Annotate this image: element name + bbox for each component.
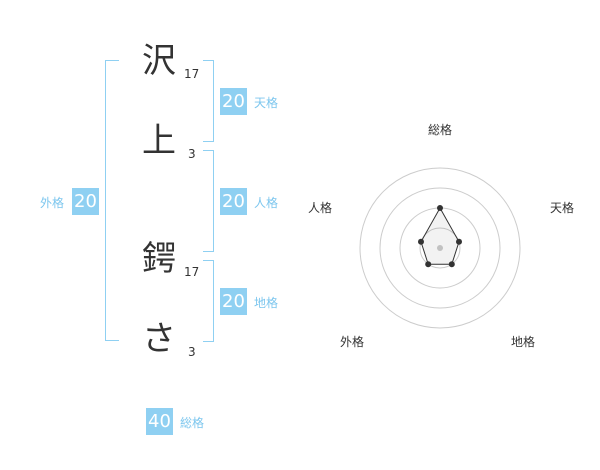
name-char-4: さ: [142, 319, 176, 359]
gaikaku-bracket: [105, 60, 119, 341]
stroke-count-2: 3: [188, 147, 196, 161]
radar-chart: [359, 167, 521, 329]
gaikaku-label: 外格: [40, 196, 65, 210]
radar-point-2: [456, 238, 462, 245]
radar-ring-1: [419, 227, 461, 269]
gaikaku-score: 20: [72, 188, 99, 215]
soukaku-score: 40: [146, 408, 173, 435]
jinkaku-bracket: [203, 150, 214, 252]
radar-rings: [359, 167, 521, 329]
soukaku-label: 総格: [180, 416, 205, 430]
tenkaku-bracket: [203, 60, 214, 142]
radar-ring-4: [359, 167, 521, 329]
stroke-count-3: 17: [184, 265, 200, 279]
radar-center-dot: [437, 245, 443, 251]
radar-point-1: [437, 205, 443, 211]
radar-shape: [418, 205, 462, 268]
radar-label-soukaku: 総格: [428, 123, 453, 137]
radar-label-tenkaku: 天格: [550, 201, 575, 215]
radar-point-3: [448, 261, 455, 268]
radar-label-gaikaku: 外格: [340, 335, 365, 349]
radar-label-jinkaku: 人格: [308, 201, 333, 215]
radar-polygon: [420, 206, 460, 265]
tenkaku-label: 天格: [254, 96, 279, 110]
stroke-count-1: 17: [184, 67, 200, 81]
name-char-3: 鍔: [142, 239, 176, 279]
chikaku-label: 地格: [254, 296, 279, 310]
radar-point-4: [425, 261, 432, 268]
name-char-1: 沢: [142, 41, 176, 81]
radar-point-5: [418, 238, 424, 245]
stroke-count-4: 3: [188, 345, 196, 359]
tenkaku-score: 20: [220, 88, 247, 115]
jinkaku-label: 人格: [254, 196, 279, 210]
radar-ring-3: [379, 187, 501, 309]
chikaku-bracket: [203, 260, 214, 342]
jinkaku-score: 20: [220, 188, 247, 215]
radar-label-chikaku: 地格: [511, 335, 536, 349]
chikaku-score: 20: [220, 288, 247, 315]
name-char-2: 上: [142, 121, 176, 161]
